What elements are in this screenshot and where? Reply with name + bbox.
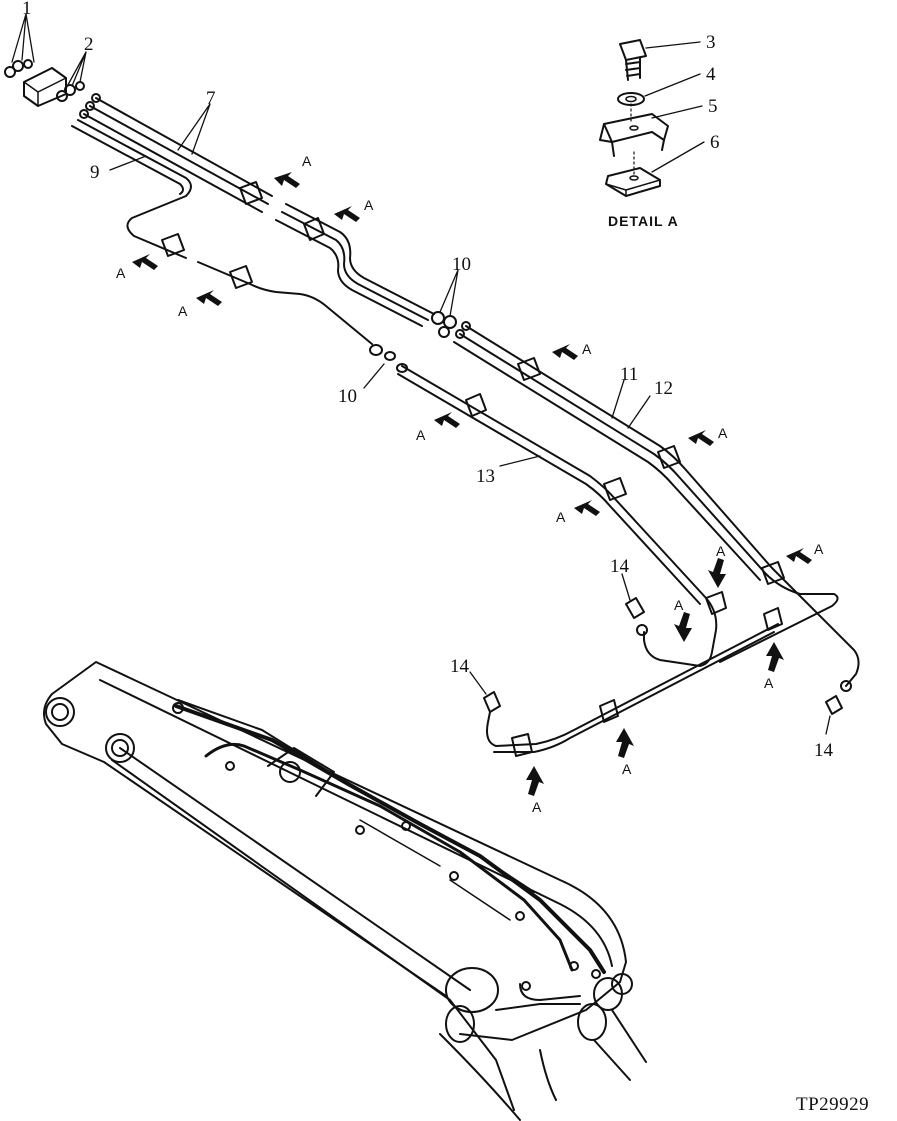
callout-11: 11 [620, 364, 638, 385]
callout-4: 4 [706, 64, 716, 85]
arrow-a-10 [708, 558, 726, 588]
line-9 [71, 119, 373, 345]
line-13 [397, 365, 718, 667]
clamp [599, 113, 669, 157]
arrow-a-2 [334, 206, 360, 222]
fittings-10-lower [369, 344, 408, 373]
arrow-a-7 [688, 430, 714, 446]
detail-a-title: DETAIL A [608, 213, 679, 229]
callout-5: 5 [708, 96, 718, 117]
arrow-label: A [116, 265, 126, 281]
arrow-a-9 [786, 548, 812, 564]
callout-6: 6 [710, 132, 720, 153]
callout-7: 7 [206, 88, 216, 109]
lower-line [486, 623, 779, 753]
callout-13: 13 [476, 466, 495, 487]
arrow-a-14 [526, 766, 544, 796]
callout-3: 3 [706, 32, 716, 53]
callout-14-top: 14 [610, 556, 630, 577]
arrow-label: A [622, 761, 632, 777]
callout-14-left: 14 [450, 656, 470, 677]
callout-10-upper: 10 [452, 254, 471, 275]
arrow-a-6 [434, 412, 460, 428]
arrow-a-8 [574, 500, 600, 516]
end-fittings-14 [483, 597, 852, 715]
callout-2: 2 [84, 34, 94, 55]
arrow-a-12 [766, 642, 784, 672]
arrow-label: A [556, 509, 566, 525]
washer [617, 92, 645, 106]
arrow-a-13 [616, 728, 634, 758]
detail-a-arrows [132, 172, 812, 796]
callout-9: 9 [90, 162, 100, 183]
arrow-label: A [178, 303, 188, 319]
arrow-a-labels: A A A A A A A A A A A A A A [116, 153, 824, 815]
excavator-boom [43, 661, 647, 1121]
arrow-a-5 [552, 344, 578, 360]
arrow-label: A [302, 153, 312, 169]
line-7-pair [79, 93, 435, 327]
arrow-a-1 [274, 172, 300, 188]
arrow-label: A [674, 597, 684, 613]
line-clamps [161, 181, 785, 757]
figure-reference: TP29929 [796, 1094, 869, 1115]
arrow-label: A [716, 543, 726, 559]
callout-10-lower: 10 [338, 386, 357, 407]
arrow-label: A [814, 541, 824, 557]
arrow-a-4 [196, 290, 222, 306]
detail-a-assembly [599, 39, 705, 197]
callout-12: 12 [654, 378, 673, 399]
arrow-label: A [764, 675, 774, 691]
arrow-label: A [718, 425, 728, 441]
callout-14-right: 14 [814, 740, 834, 761]
arrow-label: A [416, 427, 426, 443]
arrow-label: A [532, 799, 542, 815]
cap-screw [619, 39, 647, 81]
arrow-label: A [582, 341, 592, 357]
arrow-a-11 [674, 612, 692, 642]
callout-1: 1 [22, 0, 32, 19]
arrow-a-3 [132, 254, 158, 270]
plate [605, 167, 661, 197]
arrow-label: A [364, 197, 374, 213]
fittings-10-upper [431, 311, 457, 338]
line-11-12-pair [453, 321, 860, 687]
manifold-block [4, 59, 85, 107]
